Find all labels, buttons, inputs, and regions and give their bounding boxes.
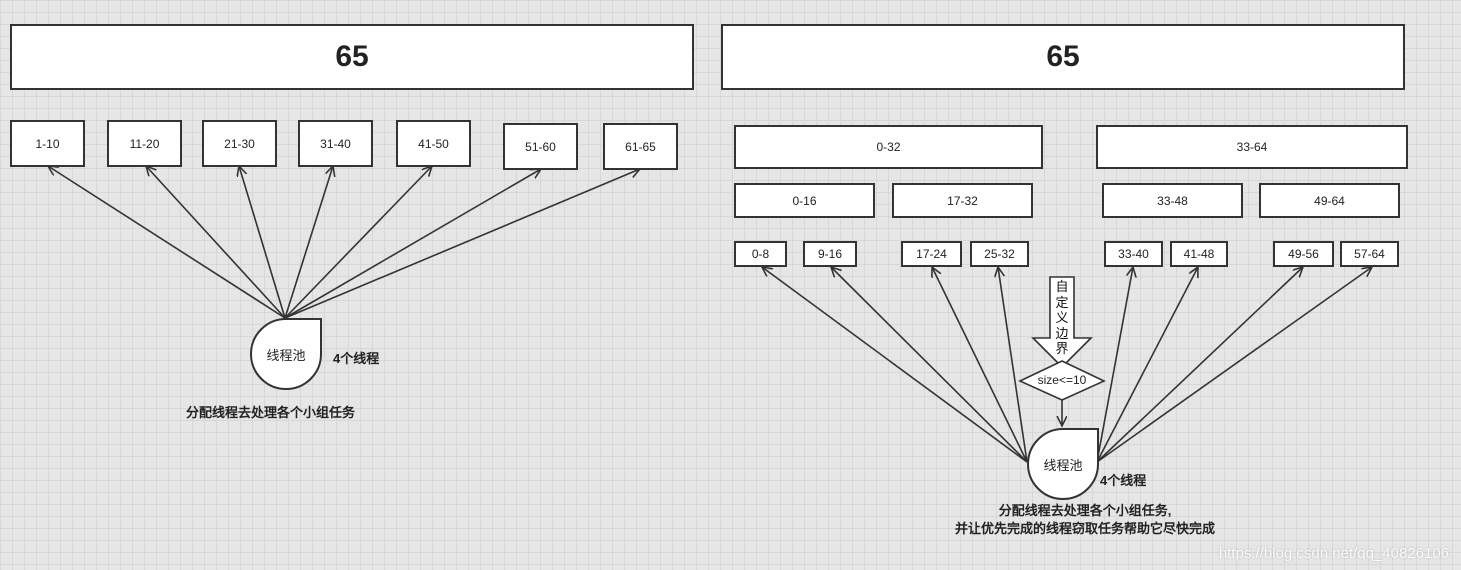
arrow-to-chunk-7: [284, 169, 640, 319]
arrow-to-leaf-3: [932, 267, 1028, 463]
right-leaf-box: 25-32: [970, 241, 1029, 267]
right-leaf-box: 49-56: [1273, 241, 1334, 267]
arrow-to-chunk-3: [239, 166, 286, 319]
right-leaf-box: 0-8: [734, 241, 787, 267]
left-chunk-box: 31-40: [298, 120, 373, 167]
right-level2-box: 0-16: [734, 183, 875, 218]
arrow-to-leaf-7: [1096, 267, 1303, 463]
arrow-to-leaf-8: [1096, 267, 1372, 463]
left-chunk-box: 51-60: [503, 123, 578, 170]
arrow-to-chunk-2: [146, 166, 286, 319]
arrow-to-leaf-6: [1096, 267, 1198, 463]
right-thread-pool: 线程池: [1027, 428, 1099, 500]
right-leaf-box: 33-40: [1104, 241, 1163, 267]
arrow-to-leaf-4: [998, 267, 1028, 463]
arrow-to-chunk-4: [284, 166, 333, 319]
right-caption-line-2: 并让优先完成的线程窃取任务帮助它尽快完成: [954, 521, 1215, 536]
left-chunk-box: 1-10: [10, 120, 85, 167]
left-caption: 分配线程去处理各个小组任务: [186, 405, 356, 420]
right-total-box: 65: [721, 24, 1405, 90]
boundary-arrow-label: 自定义边界: [1055, 279, 1069, 356]
left-chunk-box: 21-30: [202, 120, 277, 167]
watermark: https://blog.csdn.net/qq_40826106: [1218, 545, 1449, 562]
arrow-to-chunk-6: [284, 169, 541, 319]
right-level2-box: 49-64: [1259, 183, 1400, 218]
arrow-to-leaf-1: [762, 267, 1028, 463]
left-thread-count: 4个线程: [333, 351, 380, 366]
right-level1-box: 0-32: [734, 125, 1043, 169]
boundary-down-arrow: [1031, 276, 1093, 369]
right-caption-line-1: 分配线程去处理各个小组任务,: [998, 503, 1172, 518]
right-leaf-box: 57-64: [1340, 241, 1399, 267]
arrow-to-leaf-2: [831, 267, 1028, 463]
arrow-to-leaf-5: [1096, 267, 1133, 463]
right-leaf-box: 17-24: [901, 241, 962, 267]
arrow-to-chunk-1: [48, 166, 286, 319]
condition-label: size<=10: [1037, 373, 1087, 387]
right-level2-box: 17-32: [892, 183, 1033, 218]
left-chunk-box: 61-65: [603, 123, 678, 170]
right-leaf-box: 41-48: [1170, 241, 1228, 267]
left-chunk-box: 41-50: [396, 120, 471, 167]
arrow-to-chunk-5: [284, 166, 432, 319]
right-leaf-box: 9-16: [803, 241, 857, 267]
right-thread-count: 4个线程: [1100, 473, 1147, 488]
right-caption: 分配线程去处理各个小组任务, 并让优先完成的线程窃取任务帮助它尽快完成: [930, 502, 1240, 538]
condition-diamond: [1018, 360, 1106, 401]
left-total-box: 65: [10, 24, 694, 90]
left-chunk-box: 11-20: [107, 120, 182, 167]
right-level2-box: 33-48: [1102, 183, 1243, 218]
right-level1-box: 33-64: [1096, 125, 1408, 169]
left-thread-pool: 线程池: [250, 318, 322, 390]
